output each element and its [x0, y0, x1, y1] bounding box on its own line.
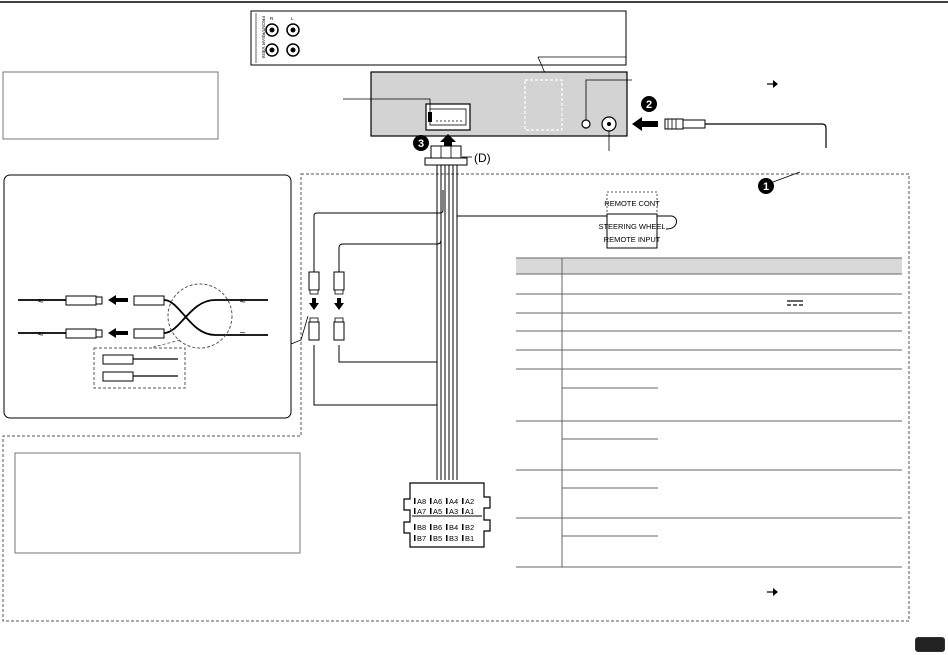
rca-plug-left: [308, 271, 320, 341]
rca-plug-right: [333, 271, 345, 341]
svg-text:≈: ≈: [240, 296, 246, 307]
steering-wheel-label-1: STEERING WHEEL: [598, 222, 665, 231]
arrow-left-icon: [108, 328, 128, 338]
connector-label: (D): [474, 151, 491, 165]
arrow-right-icon: [767, 588, 778, 596]
iso-connector: A8 A6 A4 A2 A7 A5 A3 A1 B8 B6 B4 B2 B7 B…: [403, 482, 491, 548]
note-box-top: [2, 71, 219, 140]
pin-row-b-top: B8 B6 B4 B2: [417, 523, 474, 532]
svg-text:A2: A2: [465, 497, 474, 506]
pin-row-a-top: A8 A6 A4 A2: [417, 497, 474, 506]
svg-text:2: 2: [646, 99, 652, 111]
svg-text:A6: A6: [433, 497, 442, 506]
dashed-region: [2, 173, 910, 622]
circled-number-icon: [641, 96, 657, 112]
svg-text:B4: B4: [449, 523, 458, 532]
svg-text:A7: A7: [417, 507, 426, 516]
svg-text:≈: ≈: [240, 329, 246, 340]
svg-text:B8: B8: [417, 523, 426, 532]
circled-number-icon: [413, 135, 429, 151]
arrow-down-icon: [309, 298, 319, 310]
table-header: [516, 258, 902, 274]
svg-text:1: 1: [763, 181, 769, 193]
svg-text:A1: A1: [465, 507, 474, 516]
language-tab: [915, 637, 945, 652]
rear-terminal-panel: R L FRONT/REAR VIEW: [250, 10, 627, 81]
arrow-left-icon: [632, 117, 658, 131]
terminal-label-side: FRONT/REAR VIEW: [261, 16, 266, 59]
svg-text:3: 3: [418, 138, 424, 150]
remote-jack-small: [581, 119, 591, 129]
note-box-bottom: [14, 452, 301, 554]
head-unit-rear: [370, 71, 628, 137]
wire-bundle: [313, 165, 672, 480]
steering-wheel-label-2: REMOTE INPUT: [604, 235, 661, 244]
svg-text:≈: ≈: [38, 296, 44, 307]
arrow-right-icon: [767, 80, 778, 88]
arrow-left-icon: [108, 295, 128, 305]
svg-text:A8: A8: [417, 497, 426, 506]
terminal-label-left: L: [291, 16, 294, 21]
svg-text:B5: B5: [433, 534, 442, 543]
svg-text:B3: B3: [449, 534, 458, 543]
pin-row-b-bottom: B7 B5 B3 B1: [417, 534, 474, 543]
dashed-module: [524, 79, 563, 131]
svg-text:B1: B1: [465, 534, 474, 543]
remote-jack-labels: REMOTE CONT STEERING WHEEL REMOTE INPUT: [598, 191, 677, 249]
svg-text:≈: ≈: [38, 329, 44, 340]
svg-text:B2: B2: [465, 523, 474, 532]
arrow-down-icon: [334, 298, 344, 310]
harness-plug: [424, 145, 472, 166]
pin-row-a-bottom: A7 A5 A3 A1: [417, 507, 474, 516]
svg-text:B6: B6: [433, 523, 442, 532]
svg-text:A5: A5: [433, 507, 442, 516]
cross-highlight: [167, 283, 233, 349]
circled-number-icon: [758, 178, 774, 194]
svg-text:A4: A4: [449, 497, 458, 506]
dc-symbol-icon: [787, 300, 803, 306]
remote-cont-label: REMOTE CONT: [604, 199, 660, 208]
svg-text:A3: A3: [449, 507, 458, 516]
speaker-wiring-inset: ≈ ≈ ≈ ≈: [3, 174, 309, 419]
pin-table: [516, 257, 902, 568]
terminal-label-right: R: [270, 16, 274, 21]
antenna-cable: 2: [632, 96, 827, 148]
svg-text:B7: B7: [417, 534, 426, 543]
